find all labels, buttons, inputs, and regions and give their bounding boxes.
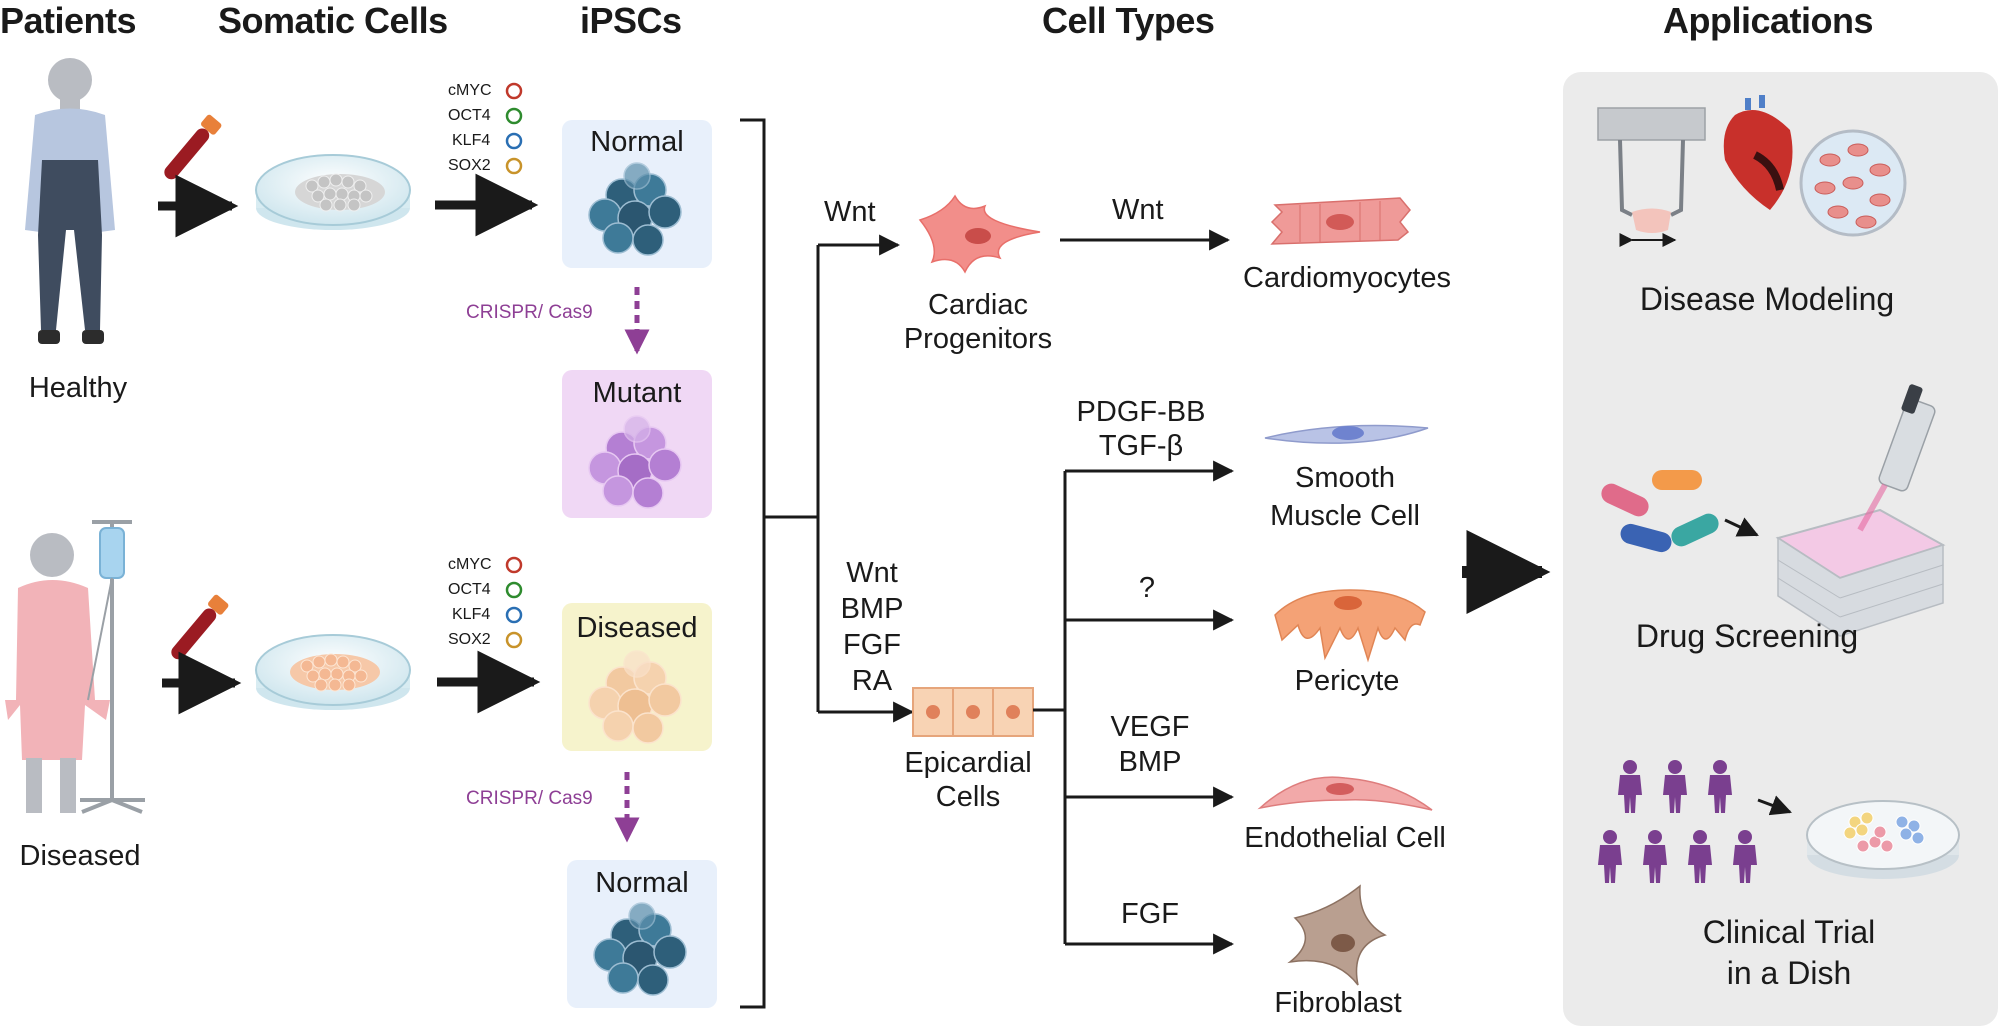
factor-label-klf4-top: KLF4: [452, 132, 491, 149]
smooth-muscle-cell-icon: [1264, 424, 1429, 444]
factor-markers-bottom: [505, 556, 523, 649]
factor-label-oct4-bottom: OCT4: [448, 581, 491, 598]
crispr-label-bottom: CRISPR/ Cas9: [466, 788, 593, 809]
ipsc-label-diseased: Diseased: [576, 612, 698, 644]
petri-dish-icon-top: [255, 154, 411, 230]
app-label-disease-modeling: Disease Modeling: [1639, 281, 1895, 317]
cell-label-cells: Cells: [935, 781, 1001, 813]
signal-wnt-upper: Wnt: [824, 196, 876, 228]
heart-icon: [1723, 95, 1793, 210]
cardiac-progenitor-cell-icon: [918, 194, 1041, 274]
tissue-zoom-icon: [1799, 129, 1907, 237]
header-patients: Patients: [0, 0, 137, 41]
factor-label-sox2-top: SOX2: [448, 157, 491, 174]
petri-dish-icon-bottom: [255, 634, 411, 710]
mutant-colony-icon: [588, 415, 682, 509]
header-somatic-cells: Somatic Cells: [218, 0, 448, 41]
ipsc-bracket: [740, 118, 766, 1009]
factor-label-oct4-top: OCT4: [448, 107, 491, 124]
normal-colony-icon-top: [588, 162, 682, 256]
factor-label-sox2-bottom: SOX2: [448, 631, 491, 648]
blood-tube-icon-bottom: [171, 594, 229, 660]
people-icon-group: [1598, 760, 1757, 883]
app-label-drug-screening: Drug Screening: [1635, 618, 1859, 654]
diseased-person-icon: [5, 520, 145, 814]
header-applications: Applications: [1663, 0, 1874, 41]
signal-epicardial-wnt: Wnt: [846, 557, 898, 589]
label-diseased: Diseased: [19, 840, 141, 872]
cell-label-epicardial: Epicardial: [904, 747, 1032, 779]
signal-wnt-cardiomyocyte: Wnt: [1112, 194, 1164, 226]
pericyte-icon: [1274, 589, 1426, 663]
signal-endothelial-bmp: BMP: [1118, 746, 1182, 778]
normal-colony-icon-bottom: [593, 902, 687, 996]
signal-pdgf-bb: PDGF-BB: [1076, 396, 1206, 428]
cell-label-pericyte: Pericyte: [1294, 665, 1400, 697]
cell-label-progenitors: Progenitors: [903, 323, 1053, 355]
pipette-icon: [1857, 384, 1936, 532]
factor-markers-top: [505, 82, 523, 175]
crispr-label-top: CRISPR/ Cas9: [466, 302, 593, 323]
tissue-stretcher-icon: [1597, 107, 1706, 247]
signal-fibroblast-fgf: FGF: [1121, 898, 1179, 930]
signal-pericyte-unknown: ?: [1138, 572, 1156, 604]
signal-epicardial-bmp: BMP: [840, 593, 904, 625]
cell-label-muscle-cell: Muscle Cell: [1270, 500, 1420, 532]
cell-label-endothelial: Endothelial Cell: [1244, 822, 1446, 854]
app-label-in-a-dish: in a Dish: [1726, 955, 1852, 991]
header-ipscs: iPSCs: [580, 0, 682, 41]
well-plate-stack-icon: [1775, 508, 1946, 637]
cardiomyocyte-icon: [1270, 197, 1411, 245]
ipsc-label-normal-bottom: Normal: [595, 867, 689, 899]
cell-label-cardiomyocytes: Cardiomyocytes: [1243, 262, 1451, 294]
signal-epicardial-ra: RA: [851, 665, 893, 697]
ipsc-label-mutant: Mutant: [592, 377, 682, 409]
healthy-person-icon: [25, 58, 115, 344]
signal-vegf: VEGF: [1110, 711, 1190, 743]
clinical-dish-icon: [1806, 800, 1960, 879]
cell-label-smooth: Smooth: [1295, 462, 1395, 494]
signal-tgf-beta: TGF-β: [1098, 430, 1184, 462]
cell-label-fibroblast: Fibroblast: [1274, 987, 1402, 1019]
factor-label-cmyc-top: cMYC: [448, 82, 492, 99]
label-healthy: Healthy: [28, 372, 128, 404]
fibroblast-icon: [1287, 884, 1387, 986]
factor-label-cmyc-bottom: cMYC: [448, 556, 492, 573]
endothelial-cell-icon: [1257, 776, 1433, 811]
pills-icon: [1601, 470, 1719, 553]
app-label-clinical-trial: Clinical Trial: [1702, 914, 1876, 950]
diseased-colony-icon: [588, 650, 682, 744]
cell-label-cardiac: Cardiac: [928, 289, 1028, 321]
header-cell-types: Cell Types: [1042, 0, 1215, 41]
epicardial-cells-icon: [912, 687, 1034, 737]
blood-tube-icon-top: [164, 114, 222, 180]
signal-epicardial-fgf: FGF: [843, 629, 901, 661]
factor-label-klf4-bottom: KLF4: [452, 606, 491, 623]
ipsc-label-normal-top: Normal: [590, 126, 684, 158]
